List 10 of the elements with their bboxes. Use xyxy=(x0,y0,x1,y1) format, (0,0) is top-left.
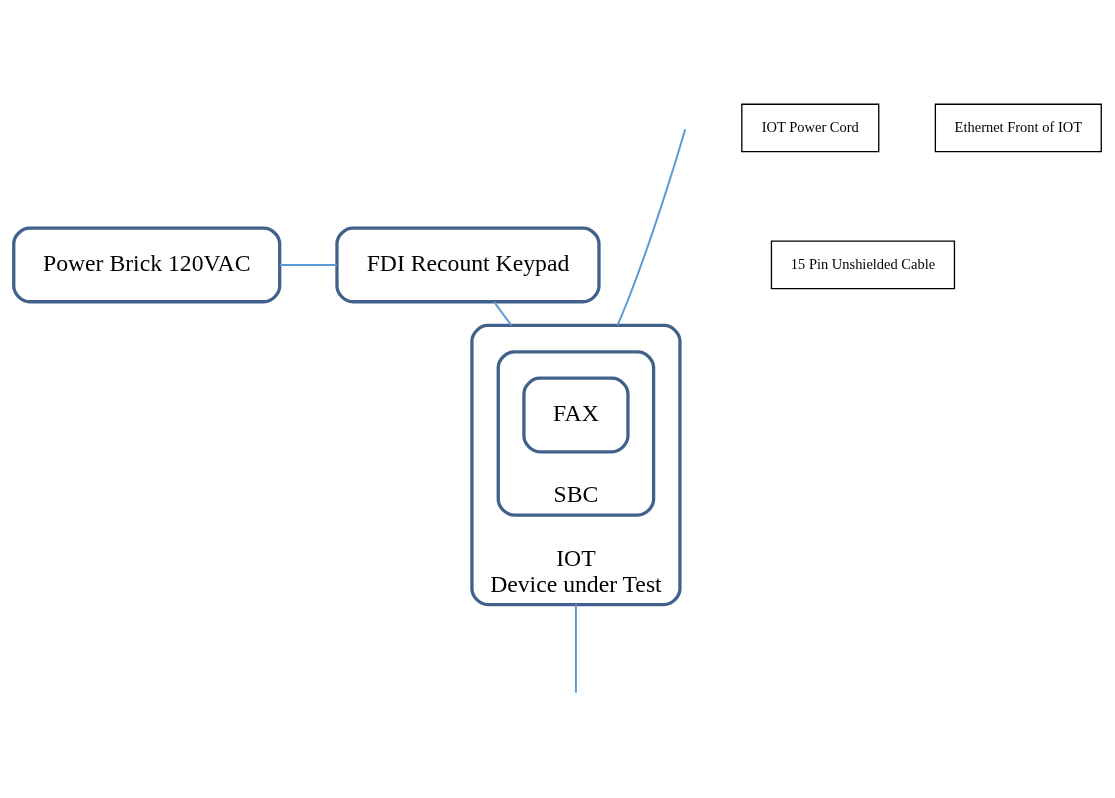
node-box: IOT Power Cord xyxy=(741,103,880,153)
connector xyxy=(616,128,687,327)
connector xyxy=(574,603,577,694)
connector xyxy=(278,263,338,266)
node-box: FAX xyxy=(522,376,630,454)
node-box: FDI Recount Keypad xyxy=(335,226,601,304)
connector xyxy=(493,300,513,327)
node-box: 15 Pin Unshielded Cable xyxy=(770,240,956,290)
node-box: Power Brick 120VAC xyxy=(12,226,282,304)
node-box: Ethernet Front of IOT xyxy=(934,103,1102,153)
